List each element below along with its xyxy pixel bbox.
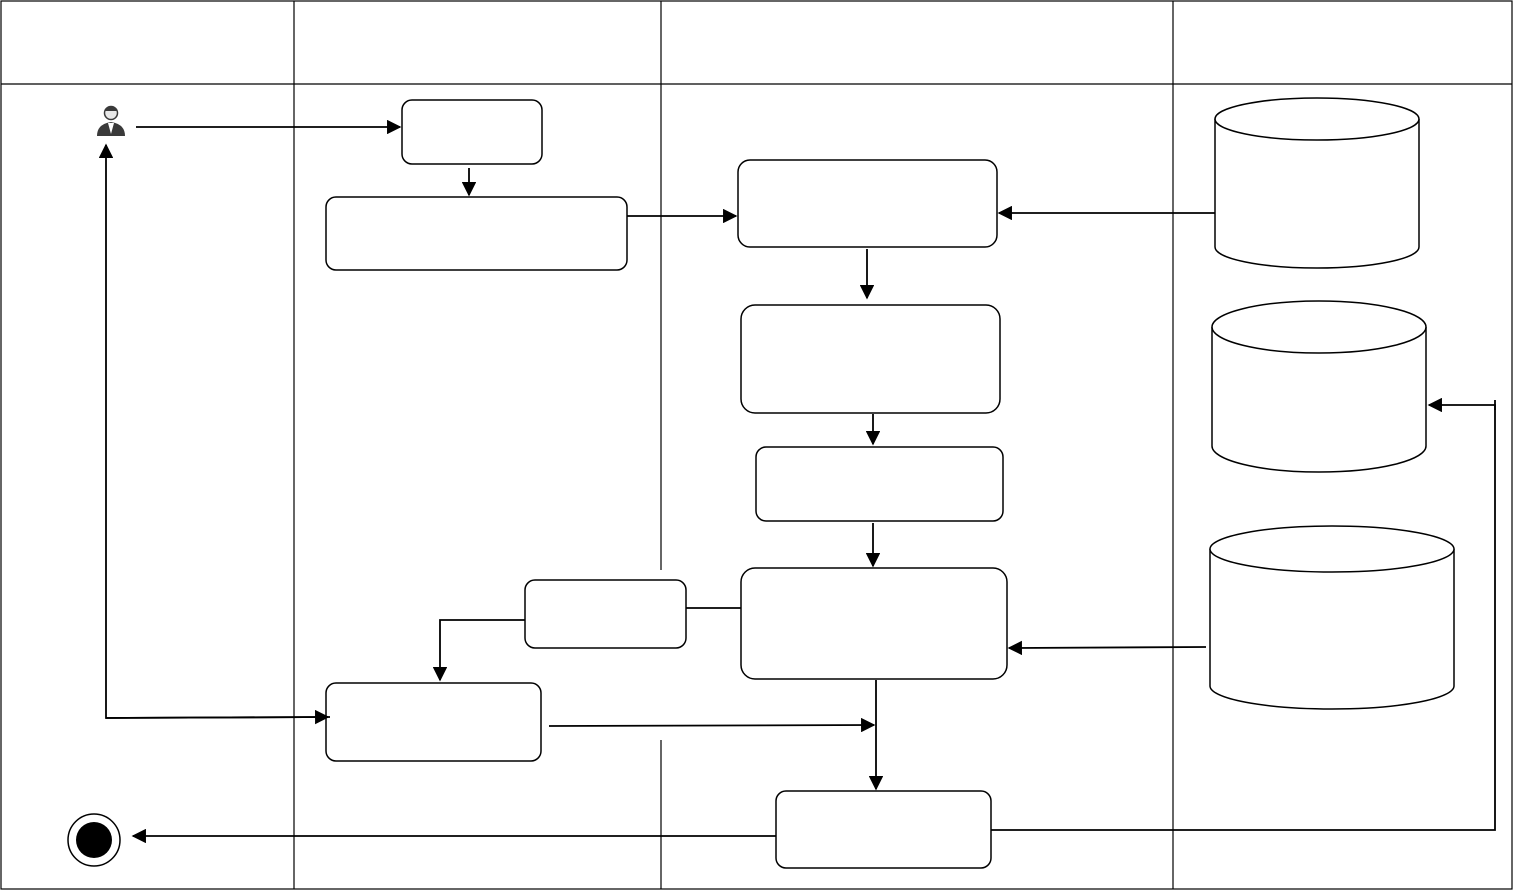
- process-node-4[interactable]: [740, 304, 1001, 414]
- lane-header-3: [661, 0, 1173, 84]
- lane-header-2: [294, 0, 661, 84]
- flow-process-8-to-actor: [98, 143, 331, 719]
- process-node-5[interactable]: [755, 446, 1004, 522]
- datastore-1[interactable]: [1214, 97, 1420, 269]
- process-node-6[interactable]: [524, 579, 687, 649]
- process-node-9[interactable]: [775, 790, 992, 869]
- lane-header-4: [1173, 0, 1512, 84]
- flow-actor-to-process-8: [105, 709, 330, 725]
- end-state-icon: [67, 813, 121, 867]
- process-node-7[interactable]: [740, 567, 1008, 680]
- flow-process-9-to-datastore-2: [991, 397, 1496, 831]
- process-node-3[interactable]: [737, 159, 998, 248]
- user-icon[interactable]: [97, 105, 125, 137]
- flow-process-8-to-merge: [548, 717, 876, 733]
- process-node-8[interactable]: [325, 682, 542, 762]
- flow-process-6-to-8: [432, 619, 525, 682]
- process-node-2[interactable]: [325, 196, 628, 271]
- lane-header-1: [1, 0, 294, 84]
- datastore-3[interactable]: [1209, 525, 1455, 710]
- flow-datastore-3-to-process-7: [1007, 640, 1207, 656]
- datastore-2[interactable]: [1211, 300, 1427, 473]
- process-node-1[interactable]: [401, 99, 543, 165]
